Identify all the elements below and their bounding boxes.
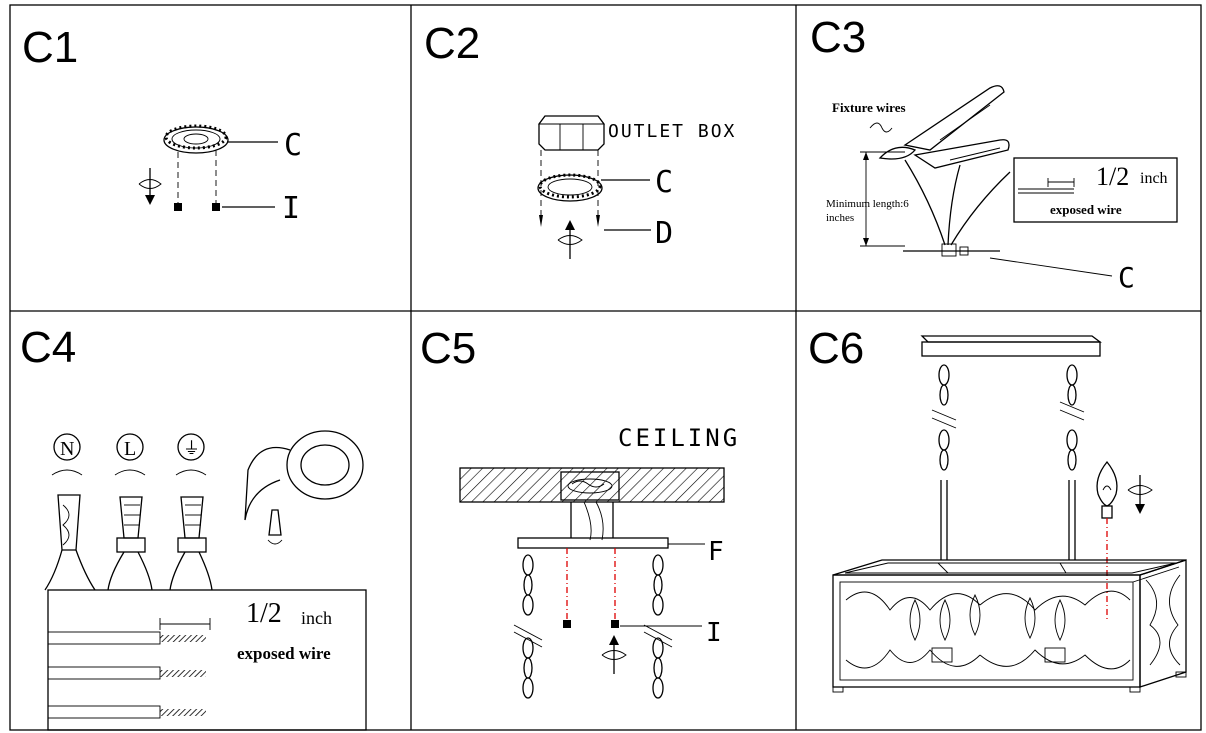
panel-c3: C3 Fixture wires Minimum length:6 inches [810,13,1178,294]
label-min-length-unit: inches [826,212,854,224]
rotate-arrow-icon [138,168,162,205]
label-half-inch: 1/2 [246,598,282,629]
label-part-f: F [708,537,724,567]
label-fixture-wires: Fixture wires [832,100,906,115]
label-part-d: D [655,216,673,251]
panel-title-c6: C6 [808,324,864,373]
chain-left [931,364,957,560]
panel-c1: C1 C I [22,23,302,226]
svg-text:N: N [60,438,74,460]
canopy-plate [163,124,229,154]
mounting-bar [517,537,669,549]
panel-title-c1: C1 [22,23,78,72]
canopy-plate [537,173,603,202]
panel-c2: C2 OUTLET BOX C D [424,19,736,259]
label-outlet-box: OUTLET BOX [608,121,736,142]
rotate-arrow-icon [1127,475,1153,514]
rotate-arrow-icon [601,635,627,674]
wire-nut-icon [44,494,96,591]
canopy-plate [903,243,1000,257]
fixture-wires [904,159,1011,246]
panel-c5: C5 CEILING F I [420,324,740,699]
chain-right [643,554,673,699]
label-min-length: Minimum length:6 [826,198,909,210]
label-part-c: C [284,128,302,163]
screw-icon [611,620,619,628]
wire-nut-icon [107,496,153,591]
light-bulb-icon [1096,460,1118,620]
ceiling-canopy [920,335,1102,357]
chain-left [513,554,543,699]
label-inch-unit: inch [301,608,332,628]
svg-text:L: L [124,438,136,460]
screw-icon [563,620,571,628]
panel-c4: C4 N L ⏚ [20,323,367,731]
label-part-i: I [282,191,300,226]
panel-title-c2: C2 [424,19,480,68]
screw-icon [539,215,543,227]
electrical-tape-icon [244,430,364,545]
panel-title-c3: C3 [810,13,866,62]
panel-title-c5: C5 [420,324,476,373]
neutral-terminal-icon: N [51,433,83,476]
panel-grid [9,4,1202,731]
exposed-wire-callout: 1/2 inch exposed wire [1013,157,1178,223]
screw-icon [174,203,182,211]
label-part-c: C [655,165,673,200]
screw-icon [596,215,600,227]
label-ceiling: CEILING [618,424,740,452]
label-part-c: C [1118,261,1135,294]
outlet-box [560,471,620,501]
chandelier-body [832,559,1187,693]
ceiling-slab [459,467,725,503]
screw-icon [212,203,220,211]
live-terminal-icon: L [114,433,146,476]
exposed-wire-detail: 1/2 inch exposed wire [47,589,367,731]
label-inch-unit: inch [1140,170,1168,187]
label-exposed-wire: exposed wire [237,644,331,663]
ground-terminal-icon: ⏚ [175,433,207,476]
outlet-box [538,115,605,151]
rotate-arrow-icon [557,220,583,259]
wire-stripper-icon [869,85,1010,169]
panel-c6: C6 [808,324,1187,693]
wire-nut-icon [169,496,213,591]
label-exposed-wire: exposed wire [1050,202,1122,217]
label-part-i: I [706,618,722,648]
chain-right [1059,364,1085,560]
panel-title-c4: C4 [20,323,76,372]
label-half-inch: 1/2 [1096,162,1129,191]
svg-text:⏚: ⏚ [183,439,200,459]
